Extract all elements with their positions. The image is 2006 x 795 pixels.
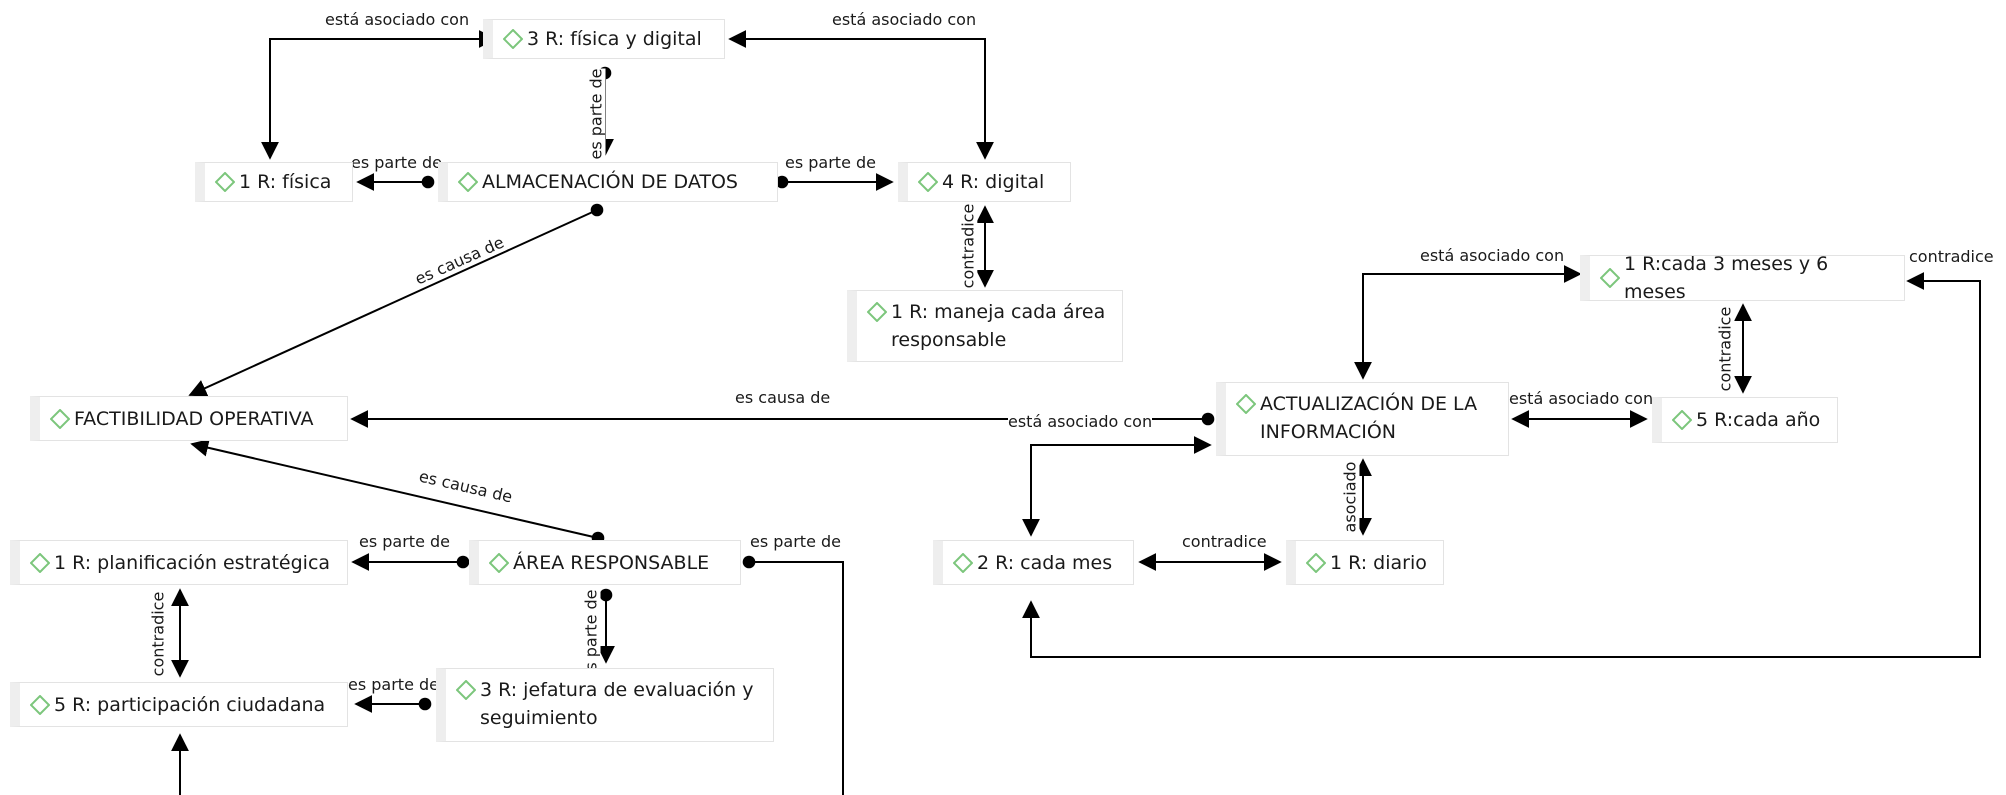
node-area[interactable]: ÁREA RESPONSABLE — [469, 540, 741, 585]
node-jefatura[interactable]: 3 R: jefatura de evaluación y seguimient… — [436, 668, 774, 742]
edge-label: contradice — [1715, 306, 1735, 392]
node-label: 3 R: jefatura de evaluación y seguimient… — [480, 679, 754, 729]
diamond-icon — [458, 172, 478, 192]
node-label: 1 R:cada 3 meses y 6 meses — [1624, 253, 1829, 303]
node-tres-seis[interactable]: 1 R:cada 3 meses y 6 meses — [1580, 253, 1905, 303]
edge-label: es parte de — [359, 532, 451, 551]
node-label: 1 R: física — [239, 171, 332, 193]
node-factibilidad[interactable]: FACTIBILIDAD OPERATIVA — [30, 396, 348, 441]
edge-label: es parte de — [750, 532, 842, 551]
diamond-icon — [1672, 410, 1692, 430]
node-participacion[interactable]: 5 R: participación ciudadana — [10, 682, 348, 727]
edge-label: contradice — [958, 203, 978, 289]
diamond-icon — [503, 29, 523, 49]
node-diario[interactable]: 1 R: diario — [1286, 540, 1444, 585]
node-fisica-digital[interactable]: 3 R: física y digital — [483, 19, 725, 59]
edge-fd-digital — [728, 30, 994, 160]
edge-label: está asociado con — [832, 10, 977, 29]
edge-label: contradice — [1909, 247, 1994, 266]
node-fisica[interactable]: 1 R: física — [195, 162, 353, 202]
edge-label: es parte de — [348, 675, 440, 694]
node-planificacion[interactable]: 1 R: planificación estratégica — [10, 540, 348, 585]
edge-label: es causa de — [735, 388, 831, 407]
diamond-icon — [50, 408, 70, 429]
node-maneja[interactable]: 1 R: maneja cada área responsable — [847, 290, 1123, 362]
edge-label: es parte de — [586, 68, 606, 160]
edge-label: está asociado con — [325, 10, 470, 29]
node-label: 4 R: digital — [942, 171, 1045, 193]
edge-mes-tres-seis-loop — [1022, 272, 1981, 658]
diamond-icon — [918, 172, 938, 192]
edge-label: contradice — [1182, 532, 1267, 551]
edge-label: es parte de — [785, 153, 877, 172]
node-almacenacion[interactable]: ALMACENACIÓN DE DATOS — [438, 162, 778, 202]
edge-area-particip-loop — [171, 555, 844, 795]
node-cada-anio[interactable]: 5 R:cada año — [1652, 397, 1838, 443]
diamond-icon — [30, 552, 50, 573]
diamond-icon — [1600, 268, 1620, 288]
edge-label: es parte de — [581, 589, 601, 681]
diamond-icon — [215, 172, 235, 192]
edge-label: está asociado con — [1008, 412, 1153, 431]
edge-label: está asociado con — [1420, 246, 1565, 265]
edge-label: contradice — [148, 591, 168, 677]
node-label: 2 R: cada mes — [977, 551, 1113, 574]
node-label: 3 R: física y digital — [527, 28, 702, 50]
edge-label: asociado — [1340, 461, 1360, 533]
diamond-icon — [1236, 394, 1256, 414]
node-label: 5 R: participación ciudadana — [54, 693, 326, 716]
node-label: 1 R: diario — [1330, 551, 1427, 574]
node-actualizacion[interactable]: ACTUALIZACIÓN DE LA INFORMACIÓN — [1216, 382, 1509, 456]
node-label: 1 R: planificación estratégica — [54, 551, 331, 574]
edge-act-mes — [1022, 436, 1212, 537]
node-label: FACTIBILIDAD OPERATIVA — [74, 407, 314, 430]
edge-fd-fisica — [261, 30, 497, 160]
edge-alm-fact — [188, 203, 604, 397]
node-label: 1 R: maneja cada área responsable — [891, 301, 1106, 351]
node-label: ACTUALIZACIÓN DE LA INFORMACIÓN — [1260, 393, 1478, 443]
edge-area-fact — [190, 438, 605, 545]
node-digital[interactable]: 4 R: digital — [898, 162, 1071, 202]
diamond-icon — [30, 694, 50, 715]
node-label: 5 R:cada año — [1696, 409, 1821, 431]
node-label: ALMACENACIÓN DE DATOS — [482, 171, 738, 193]
node-label: ÁREA RESPONSABLE — [513, 551, 710, 574]
diamond-icon — [953, 552, 973, 573]
edge-label: está asociado con — [1509, 389, 1654, 408]
diamond-icon — [456, 680, 476, 700]
edge-act-tres-seis — [1354, 265, 1582, 380]
diamond-icon — [867, 302, 887, 322]
diamond-icon — [1306, 552, 1326, 573]
edge-label: es parte de — [351, 153, 443, 172]
diamond-icon — [489, 552, 509, 573]
node-cada-mes[interactable]: 2 R: cada mes — [933, 540, 1134, 585]
